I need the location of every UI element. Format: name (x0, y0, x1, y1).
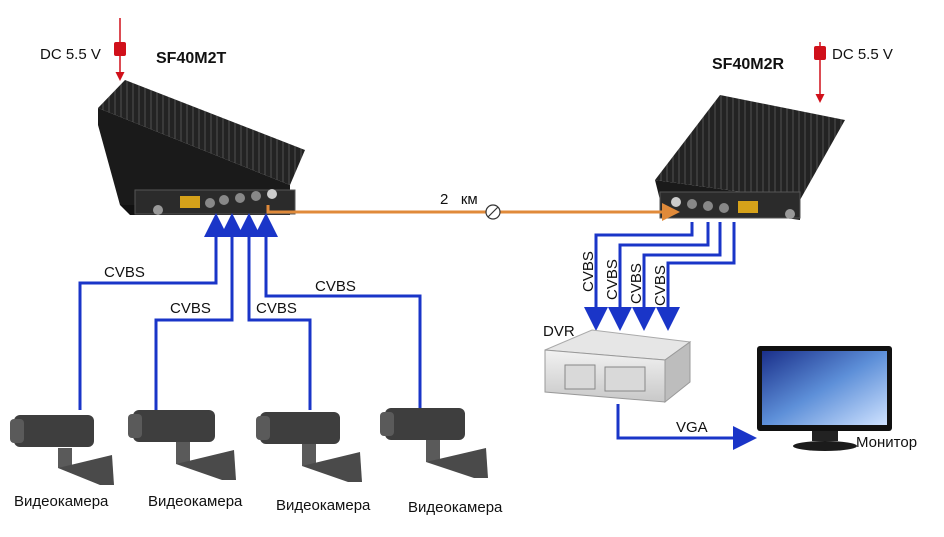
power-plug-icon (814, 46, 826, 60)
cvbs-label-out4: CVBS (652, 265, 669, 306)
camera-label-4: Видеокамера (408, 499, 503, 516)
monitor-label: Монитор (856, 434, 918, 451)
cvbs-label-out3: CVBS (628, 263, 645, 304)
power-input-rx (814, 42, 826, 103)
receiver-device (655, 95, 845, 220)
power-plug-icon (114, 42, 126, 56)
monitor-device (757, 346, 892, 451)
tx-model-label: SF40M2T (156, 50, 227, 67)
cvbs-label-cam2: CVBS (170, 300, 211, 317)
dvr-label: DVR (543, 323, 575, 340)
camera-3 (256, 412, 362, 482)
cvbs-label-out2: CVBS (604, 259, 621, 300)
fiber-distance-unit: км (460, 191, 478, 208)
vga-link (616, 404, 757, 450)
dvr-device (544, 329, 692, 404)
camera-2 (128, 410, 236, 480)
camera-signal-lines (78, 213, 422, 410)
rx-model-label: SF40M2R (712, 56, 785, 73)
cvbs-label-cam4: CVBS (315, 278, 356, 295)
cvbs-label-cam3: CVBS (256, 300, 297, 317)
camera-1 (10, 415, 114, 485)
fiber-distance-value: 2 (440, 191, 449, 208)
camera-label-1: Видеокамера (14, 493, 109, 510)
rx-power-label: DC 5.5 V (832, 46, 893, 63)
tx-power-label: DC 5.5 V (40, 46, 101, 63)
fiber-distance: 2 км (440, 191, 478, 208)
monitor-screen (762, 351, 887, 425)
fiber-link (266, 203, 680, 221)
power-input-tx (114, 18, 126, 81)
transmitter-device (98, 80, 305, 215)
camera-label-2: Видеокамера (148, 493, 243, 510)
cvbs-label-out1: CVBS (580, 251, 597, 292)
output-signal-lines (584, 222, 736, 331)
camera-label-3: Видеокамера (276, 497, 371, 514)
camera-4 (380, 408, 488, 478)
vga-label: VGA (676, 419, 708, 436)
cvbs-label-cam1: CVBS (104, 264, 145, 281)
